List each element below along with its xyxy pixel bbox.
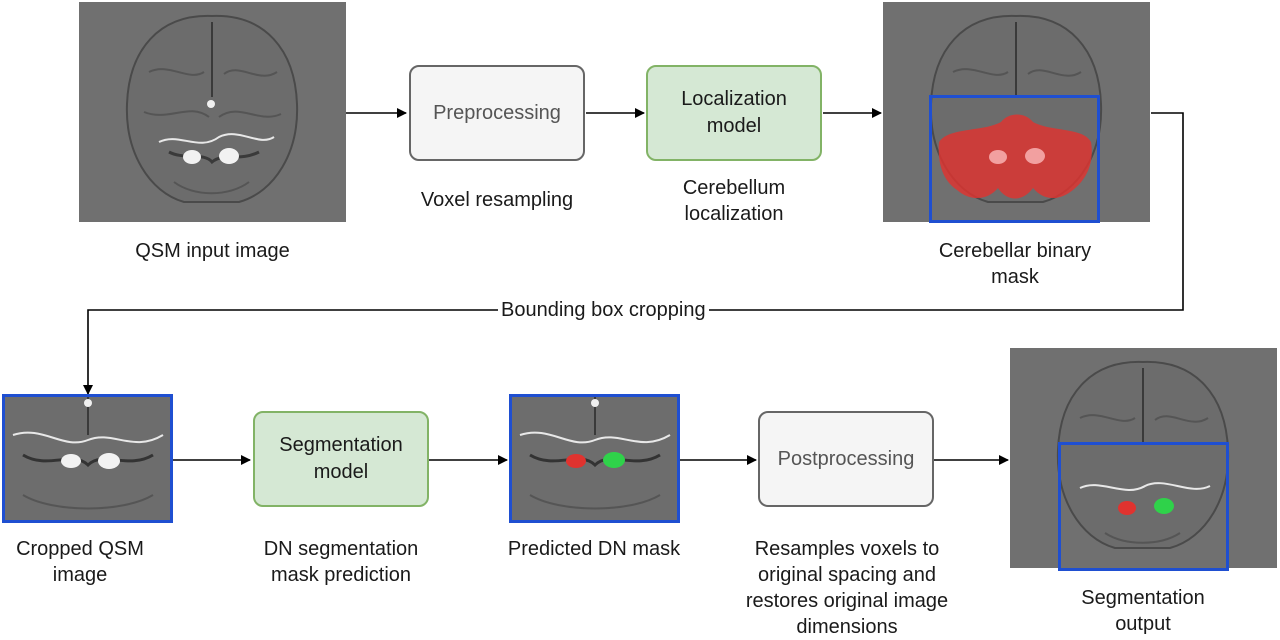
segmentation-output-image: [1010, 348, 1277, 568]
cropped-frame: [2, 394, 173, 523]
localization-model-label: Localization model: [681, 88, 787, 137]
caption-cerebellum-localization: Cerebellum localization: [682, 177, 786, 225]
caption-voxel-resampling: Voxel resampling: [420, 189, 574, 211]
cerebellar-mask-image: [883, 2, 1150, 222]
qsm-input-image: [79, 2, 346, 222]
edge-label-bounding-box-cropping: Bounding box cropping: [498, 298, 709, 322]
cropped-qsm-image: [3, 395, 172, 522]
caption-cerebellar-mask: Cerebellar binary mask: [938, 240, 1092, 288]
output-bounding-box: [1058, 442, 1229, 571]
caption-predicted-dn: Predicted DN mask: [507, 538, 681, 560]
postprocessing-label: Postprocessing: [777, 447, 915, 470]
arrow-mask-to-cropped: [83, 112, 1184, 395]
caption-qsm-input: QSM input image: [135, 240, 290, 262]
predicted-dn-mask-image: [510, 395, 679, 522]
cerebellum-bounding-box: [929, 95, 1100, 223]
caption-cropped-qsm: Cropped QSM image: [16, 538, 144, 586]
localization-model-node: Localization model: [646, 65, 822, 161]
segmentation-model-label: Segmentation model: [279, 434, 403, 483]
postprocessing-node: Postprocessing: [758, 411, 934, 507]
predicted-frame: [509, 394, 680, 523]
preprocessing-label: Preprocessing: [433, 101, 561, 124]
preprocessing-node: Preprocessing: [409, 65, 585, 161]
caption-segmentation-output: Segmentation output: [1081, 587, 1205, 635]
segmentation-model-node: Segmentation model: [253, 411, 429, 507]
caption-dn-prediction: DN segmentation mask prediction: [263, 538, 419, 586]
caption-resamples: Resamples voxels to original spacing and…: [745, 538, 949, 638]
